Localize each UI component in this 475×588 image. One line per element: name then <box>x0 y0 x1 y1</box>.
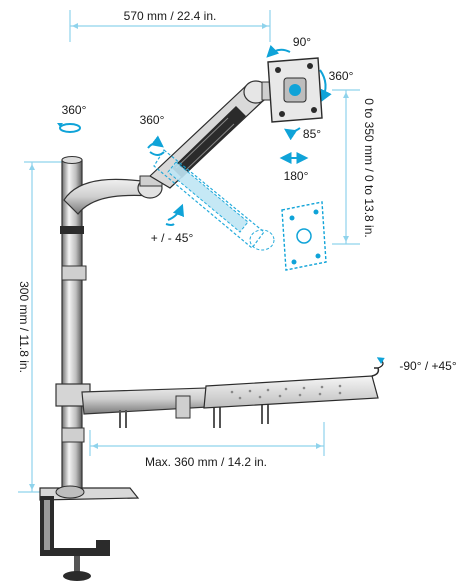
label-monitor-rotation-360: 360° <box>329 69 354 83</box>
tilt-arrow-45 <box>165 203 185 226</box>
dimension-arm-height <box>332 89 360 245</box>
vesa-plate-raised <box>267 57 323 123</box>
label-tilt-85: 85° <box>303 127 321 141</box>
label-tray-tilt: -90° / +45° <box>399 359 457 373</box>
label-top-width: 570 mm / 22.4 in. <box>124 9 217 23</box>
label-swivel-180: 180° <box>284 169 309 183</box>
gas-spring-arm-lowered <box>153 149 275 251</box>
label-tilt-45: + / - 45° <box>151 231 194 245</box>
tray-tilt-arrow <box>376 357 385 369</box>
vesa-plate-lowered <box>281 201 327 271</box>
mounting-pole <box>60 156 87 491</box>
laptop-tray <box>203 367 380 409</box>
rotation-arrow-joint <box>147 135 165 156</box>
desk-clamp <box>39 485 140 581</box>
rotation-arrow-monitor-360 <box>319 69 332 103</box>
label-rotation-90: 90° <box>293 35 311 49</box>
lower-arm <box>63 175 163 215</box>
gas-spring-arm <box>149 80 273 189</box>
dimension-top-width <box>69 10 271 42</box>
tilt-arrow-85 <box>284 127 301 141</box>
label-arm-height: 0 to 350 mm / 0 to 13.8 in. <box>362 98 376 237</box>
rotation-arrow-90 <box>266 44 291 58</box>
dimension-bottom-width <box>89 422 325 456</box>
label-pole-height: 300 mm / 11.8 in. <box>17 281 31 373</box>
label-bottom-width: Max. 360 mm / 14.2 in. <box>145 455 267 469</box>
rotation-arrow-pole <box>57 123 81 133</box>
label-joint-rotation-360: 360° <box>140 113 165 127</box>
label-pole-rotation-360: 360° <box>62 103 87 117</box>
